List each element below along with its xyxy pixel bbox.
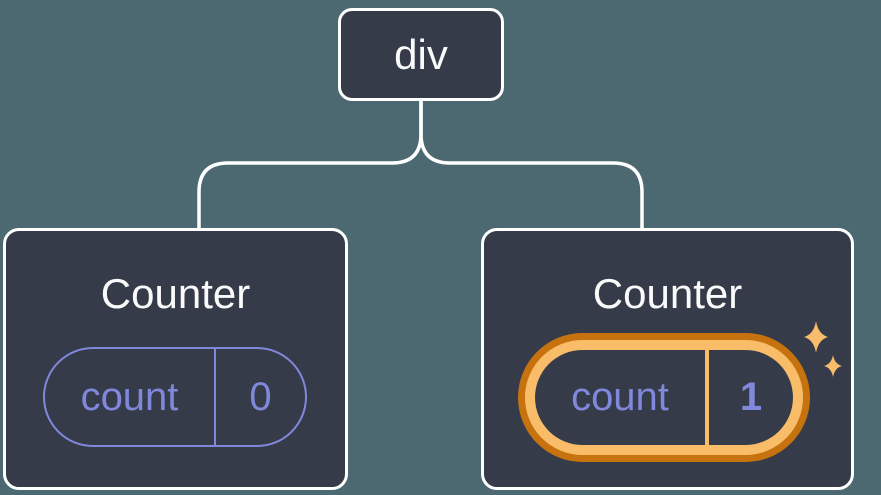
counter-card-left: Counter count 0 (3, 228, 348, 490)
counter-card-right: Counter count 1 (481, 228, 854, 490)
state-key-cell: count (45, 349, 214, 445)
state-key-label: count (80, 374, 179, 419)
state-pill: count 0 (43, 347, 307, 447)
state-value-cell: 1 (709, 350, 793, 445)
state-pill-highlight-ring: count 1 (518, 333, 810, 462)
root-node-label: div (394, 30, 448, 78)
sparkle-large (804, 321, 828, 353)
component-title: Counter (592, 270, 743, 317)
state-pill: count 1 (535, 350, 793, 445)
state-key-cell: count (535, 350, 705, 445)
component-title: Counter (100, 270, 251, 317)
pill-divider (214, 349, 216, 445)
pill-divider (705, 350, 709, 445)
sparkle-small (824, 355, 842, 377)
connector-root-to-right-child (419, 98, 644, 231)
state-value-cell: 0 (216, 349, 305, 445)
state-value-label: 1 (739, 375, 763, 419)
connector-root-to-left-child (197, 98, 423, 231)
state-pill-highlight-ring-inner: count 1 (525, 340, 803, 455)
state-value-label: 0 (249, 374, 272, 419)
sparkles-icon (804, 321, 842, 377)
root-node-div: div (338, 8, 504, 101)
state-key-label: count (571, 375, 669, 419)
